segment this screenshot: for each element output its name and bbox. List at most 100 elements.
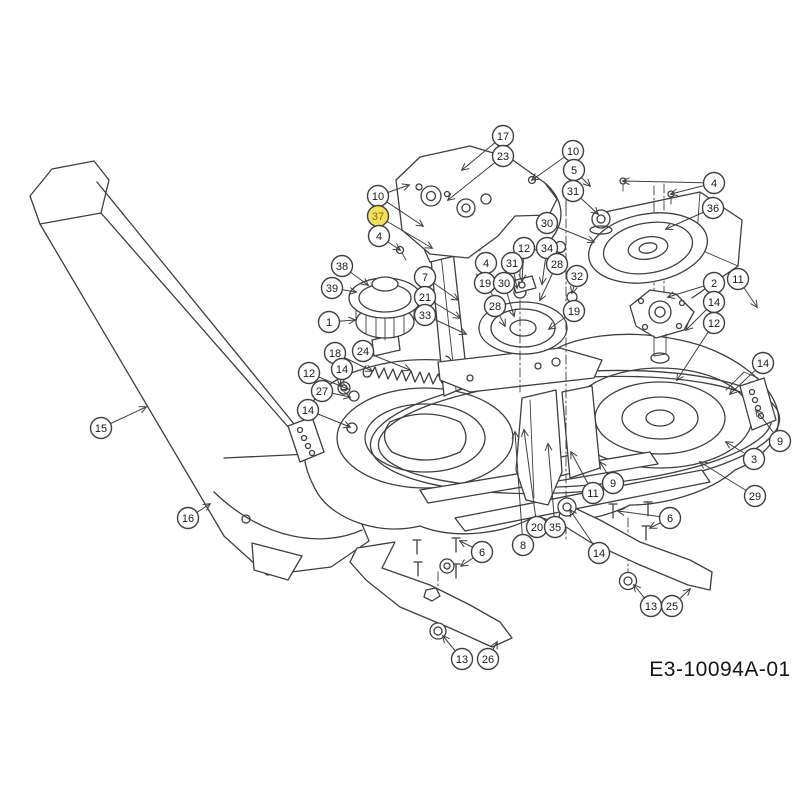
- callout-balloon-circle[interactable]: [581, 481, 605, 505]
- callout-balloon-circle[interactable]: [768, 429, 792, 453]
- callout-23[interactable]: 23: [491, 144, 515, 168]
- callout-14[interactable]: 14: [296, 398, 320, 422]
- callout-balloon-circle[interactable]: [565, 264, 589, 288]
- callout-balloon-circle[interactable]: [587, 541, 611, 565]
- callout-balloon-circle[interactable]: [500, 251, 524, 275]
- callout-4[interactable]: 4: [367, 224, 391, 248]
- callout-number: 15: [95, 423, 107, 435]
- callout-30[interactable]: 30: [535, 211, 559, 235]
- callout-balloon-circle[interactable]: [492, 271, 516, 295]
- callout-balloon-circle[interactable]: [297, 361, 321, 385]
- callout-balloon-circle[interactable]: [330, 254, 354, 278]
- callout-6[interactable]: 6: [658, 506, 682, 530]
- callout-number: 6: [667, 513, 673, 525]
- callout-balloon-circle[interactable]: [545, 252, 569, 276]
- callout-balloon-circle[interactable]: [535, 211, 559, 235]
- callout-balloon-circle[interactable]: [476, 647, 500, 671]
- callout-31[interactable]: 31: [500, 251, 524, 275]
- callout-balloon-circle[interactable]: [483, 294, 507, 318]
- callout-balloon-circle[interactable]: [176, 506, 200, 530]
- callout-balloon-circle[interactable]: [413, 303, 437, 327]
- callout-31[interactable]: 31: [561, 179, 585, 203]
- callout-17[interactable]: 17: [491, 124, 515, 148]
- callout-16[interactable]: 16: [176, 506, 200, 530]
- callout-balloon-circle[interactable]: [562, 299, 586, 323]
- callout-1[interactable]: 1: [317, 310, 341, 334]
- callout-12[interactable]: 12: [702, 311, 726, 335]
- callout-12[interactable]: 12: [512, 236, 536, 260]
- callout-8[interactable]: 8: [511, 533, 535, 557]
- callout-balloon-circle[interactable]: [470, 540, 494, 564]
- callout-3[interactable]: 3: [742, 447, 766, 471]
- callout-balloon-circle[interactable]: [660, 594, 684, 618]
- callout-balloon-circle[interactable]: [702, 171, 726, 195]
- callout-balloon-circle[interactable]: [367, 224, 391, 248]
- callout-26[interactable]: 26: [476, 647, 500, 671]
- callout-balloon-circle[interactable]: [317, 310, 341, 334]
- callout-12[interactable]: 12: [297, 361, 321, 385]
- callout-9[interactable]: 9: [601, 471, 625, 495]
- callout-balloon-circle[interactable]: [601, 471, 625, 495]
- callout-15[interactable]: 15: [89, 416, 113, 440]
- callout-14[interactable]: 14: [751, 351, 775, 375]
- callout-6[interactable]: 6: [470, 540, 494, 564]
- callout-20[interactable]: 20: [525, 515, 549, 539]
- callout-balloon-circle[interactable]: [561, 179, 585, 203]
- callout-30[interactable]: 30: [492, 271, 516, 295]
- callout-37-highlighted[interactable]: 37: [366, 204, 390, 228]
- callout-7[interactable]: 7: [413, 265, 437, 289]
- callout-balloon-circle[interactable]: [310, 379, 334, 403]
- callout-balloon-circle[interactable]: [512, 236, 536, 260]
- callout-25[interactable]: 25: [660, 594, 684, 618]
- callout-4[interactable]: 4: [702, 171, 726, 195]
- callout-4[interactable]: 4: [474, 251, 498, 275]
- callout-balloon-circle[interactable]: [491, 144, 515, 168]
- callout-balloon-circle[interactable]: [351, 339, 375, 363]
- callout-19[interactable]: 19: [473, 271, 497, 295]
- callout-balloon-circle[interactable]: [89, 416, 113, 440]
- callout-balloon-circle[interactable]: [330, 357, 354, 381]
- callout-13[interactable]: 13: [639, 594, 663, 618]
- callout-5[interactable]: 5: [562, 158, 586, 182]
- callout-balloon-circle[interactable]: [701, 196, 725, 220]
- callout-24[interactable]: 24: [351, 339, 375, 363]
- callout-balloon-circle[interactable]: [543, 515, 567, 539]
- callout-33[interactable]: 33: [413, 303, 437, 327]
- callout-28[interactable]: 28: [483, 294, 507, 318]
- callout-39[interactable]: 39: [320, 276, 344, 300]
- callout-14[interactable]: 14: [702, 290, 726, 314]
- callout-balloon-circle[interactable]: [726, 267, 750, 291]
- callout-balloon-circle[interactable]: [702, 311, 726, 335]
- callout-balloon-circle[interactable]: [658, 506, 682, 530]
- callout-11[interactable]: 11: [581, 481, 605, 505]
- leader-line-35: [548, 444, 556, 528]
- callout-13[interactable]: 13: [450, 647, 474, 671]
- callout-32[interactable]: 32: [565, 264, 589, 288]
- callout-balloon-circle[interactable]: [450, 647, 474, 671]
- callout-19[interactable]: 19: [562, 299, 586, 323]
- callout-35[interactable]: 35: [543, 515, 567, 539]
- callout-34[interactable]: 34: [535, 236, 559, 260]
- callout-29[interactable]: 29: [743, 484, 767, 508]
- callout-number: 3: [751, 454, 757, 466]
- callout-9[interactable]: 9: [768, 429, 792, 453]
- callout-11[interactable]: 11: [726, 267, 750, 291]
- callout-2[interactable]: 2: [702, 271, 726, 295]
- callout-number: 28: [489, 301, 501, 313]
- callout-balloon-circle[interactable]: [535, 236, 559, 260]
- callout-27[interactable]: 27: [310, 379, 334, 403]
- callout-38[interactable]: 38: [330, 254, 354, 278]
- callout-10[interactable]: 10: [366, 184, 390, 208]
- callout-10[interactable]: 10: [561, 139, 585, 163]
- callout-balloon-circle[interactable]: [743, 484, 767, 508]
- callout-balloon-circle[interactable]: [751, 351, 775, 375]
- callout-14[interactable]: 14: [587, 541, 611, 565]
- callout-balloon-circle[interactable]: [320, 276, 344, 300]
- callout-balloon-circle[interactable]: [742, 447, 766, 471]
- callout-36[interactable]: 36: [701, 196, 725, 220]
- callout-number: 39: [326, 283, 338, 295]
- callout-balloon-circle[interactable]: [296, 398, 320, 422]
- callout-balloon-circle[interactable]: [511, 533, 535, 557]
- callout-28[interactable]: 28: [545, 252, 569, 276]
- callout-14[interactable]: 14: [330, 357, 354, 381]
